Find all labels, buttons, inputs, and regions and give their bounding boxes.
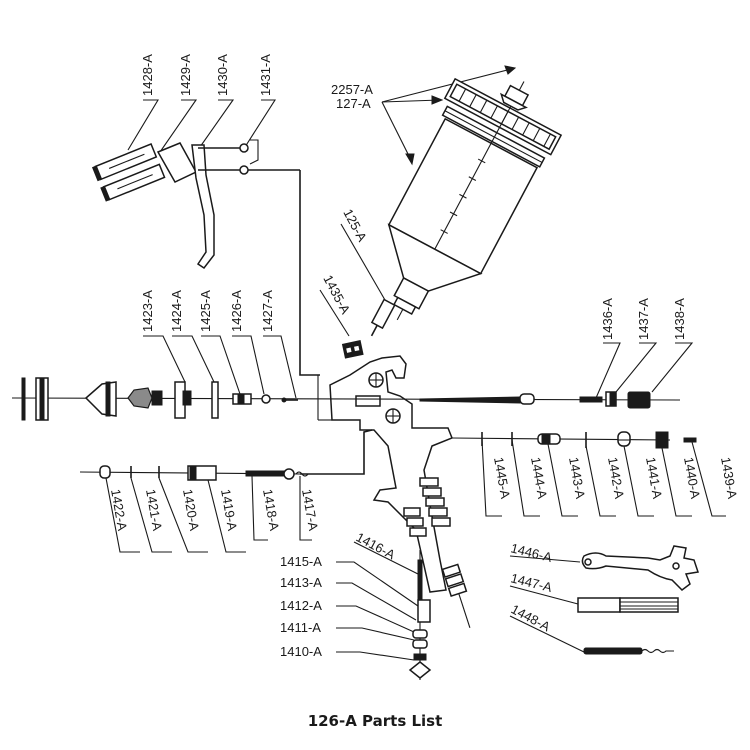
tools: 1446-A 1447-A 1448-A <box>509 540 699 655</box>
air-inlet-assembly <box>408 550 471 680</box>
label-127: 127-A <box>336 96 371 111</box>
label-1412: 1412-A <box>280 598 322 613</box>
label-1440: 1440-A <box>681 456 703 500</box>
label-1444: 1444-A <box>528 456 550 500</box>
label-1431: 1431-A <box>258 54 273 96</box>
label-1427: 1427-A <box>260 290 275 332</box>
label-1421: 1421-A <box>143 488 165 532</box>
trigger-labels: 1428-A 1429-A 1430-A 1431-A <box>140 54 273 96</box>
air-valve-assembly <box>451 431 697 449</box>
label-1422: 1422-A <box>108 488 130 532</box>
label-1439: 1439-A <box>718 456 740 500</box>
label-1443: 1443-A <box>566 456 588 500</box>
label-1428: 1428-A <box>140 54 155 96</box>
label-1426: 1426-A <box>229 290 244 332</box>
cup-adapter <box>370 298 396 337</box>
fan-control-labels: 1422-A 1421-A 1420-A 1419-A 1418-A 1417-… <box>105 475 321 553</box>
label-1438: 1438-A <box>672 298 687 340</box>
label-1415: 1415-A <box>280 554 322 569</box>
trigger-assembly <box>91 139 320 376</box>
label-1413: 1413-A <box>280 575 322 590</box>
label-1441: 1441-A <box>643 456 665 500</box>
label-1424: 1424-A <box>169 290 184 332</box>
wrench-tool <box>581 545 699 591</box>
needle-brush <box>583 647 643 655</box>
label-2257: 2257-A <box>331 82 373 97</box>
air-inlet-labels: 1416-A 1415-A 1413-A 1412-A 1411-A 1410-… <box>280 529 419 661</box>
label-1417: 1417-A <box>299 488 321 532</box>
label-1430: 1430-A <box>215 54 230 96</box>
label-1437: 1437-A <box>636 298 651 340</box>
label-1411: 1411-A <box>280 620 321 635</box>
label-1419: 1419-A <box>218 488 240 532</box>
page-title: 126-A Parts List <box>307 712 443 730</box>
gun-body <box>300 340 453 593</box>
label-1429: 1429-A <box>178 54 193 96</box>
cup-labels: 2257-A 127-A <box>331 65 517 166</box>
grip-ribs <box>403 477 451 537</box>
air-valve-labels: 1445-A 1444-A 1443-A 1442-A 1441-A 1440-… <box>481 439 740 517</box>
air-cap-labels: 1423-A 1424-A 1425-A 1426-A 1427-A <box>140 290 297 399</box>
trigger-leader-lines <box>127 99 277 153</box>
label-1410: 1410-A <box>280 644 322 659</box>
label-1418: 1418-A <box>260 488 282 532</box>
label-1442: 1442-A <box>605 456 627 500</box>
label-1420: 1420-A <box>180 488 202 532</box>
label-1416: 1416-A <box>354 529 398 562</box>
label-1436: 1436-A <box>600 298 615 340</box>
front-assembly <box>11 377 681 421</box>
paint-cup <box>387 77 563 321</box>
label-1423: 1423-A <box>140 290 155 332</box>
needle-rear-labels: 1436-A 1437-A 1438-A <box>595 298 694 399</box>
label-1435: 1435-A <box>320 272 353 316</box>
label-1445: 1445-A <box>491 456 513 500</box>
label-125: 125-A <box>340 206 370 244</box>
label-1446: 1446-A <box>509 540 554 565</box>
cleaning-brush <box>577 597 621 613</box>
label-1425: 1425-A <box>198 290 213 332</box>
fan-control-assembly <box>79 465 309 481</box>
